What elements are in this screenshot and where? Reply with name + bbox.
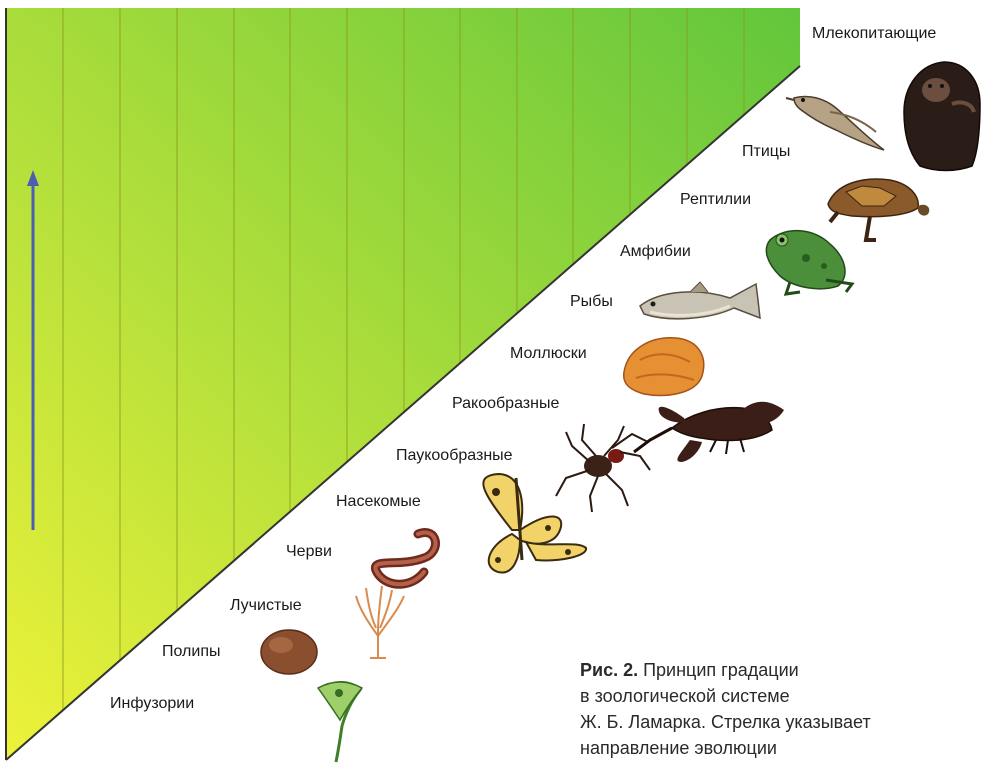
label-polyps: Полипы [162, 643, 220, 660]
crayfish-icon [634, 402, 784, 462]
fish-icon [640, 282, 760, 319]
figure-caption: Рис. 2. Принцип градации в зоологической… [580, 660, 871, 758]
caption-line-4: направление эволюции [580, 738, 777, 758]
label-amphibians: Амфибии [620, 243, 691, 260]
chimpanzee-icon [904, 62, 980, 171]
caption-line-2: в зоологической системе [580, 686, 790, 706]
caption-line-3: Ж. Б. Ламарка. Стрелка указывает [580, 712, 871, 732]
bird-icon [786, 96, 884, 150]
label-crustaceans: Ракообразные [452, 395, 559, 412]
radiata-icon [356, 586, 404, 658]
turtle-icon [828, 179, 929, 240]
infusoria-icon [318, 682, 362, 762]
worm-icon [375, 532, 435, 584]
caption-prefix: Рис. 2. [580, 660, 638, 680]
caption-line-1-text: Принцип градации [638, 660, 799, 680]
frog-icon [766, 231, 852, 294]
label-radiata: Лучистые [230, 597, 302, 614]
label-mammals: Млекопитающие [812, 25, 936, 42]
caption-line-1: Рис. 2. Принцип градации [580, 660, 799, 680]
label-worms: Черви [286, 543, 332, 560]
label-insects: Насекомые [336, 493, 421, 510]
spider-icon [556, 424, 650, 512]
label-birds: Птицы [742, 143, 790, 160]
label-molluscs: Моллюски [510, 345, 587, 362]
polyp-icon [261, 630, 317, 674]
butterfly-icon [483, 474, 586, 573]
mollusc-icon [624, 338, 704, 396]
label-fish: Рыбы [570, 293, 613, 310]
label-arachnids: Паукообразные [396, 447, 513, 464]
label-reptiles: Рептилии [680, 191, 751, 208]
label-infusoria: Инфузории [110, 695, 194, 712]
